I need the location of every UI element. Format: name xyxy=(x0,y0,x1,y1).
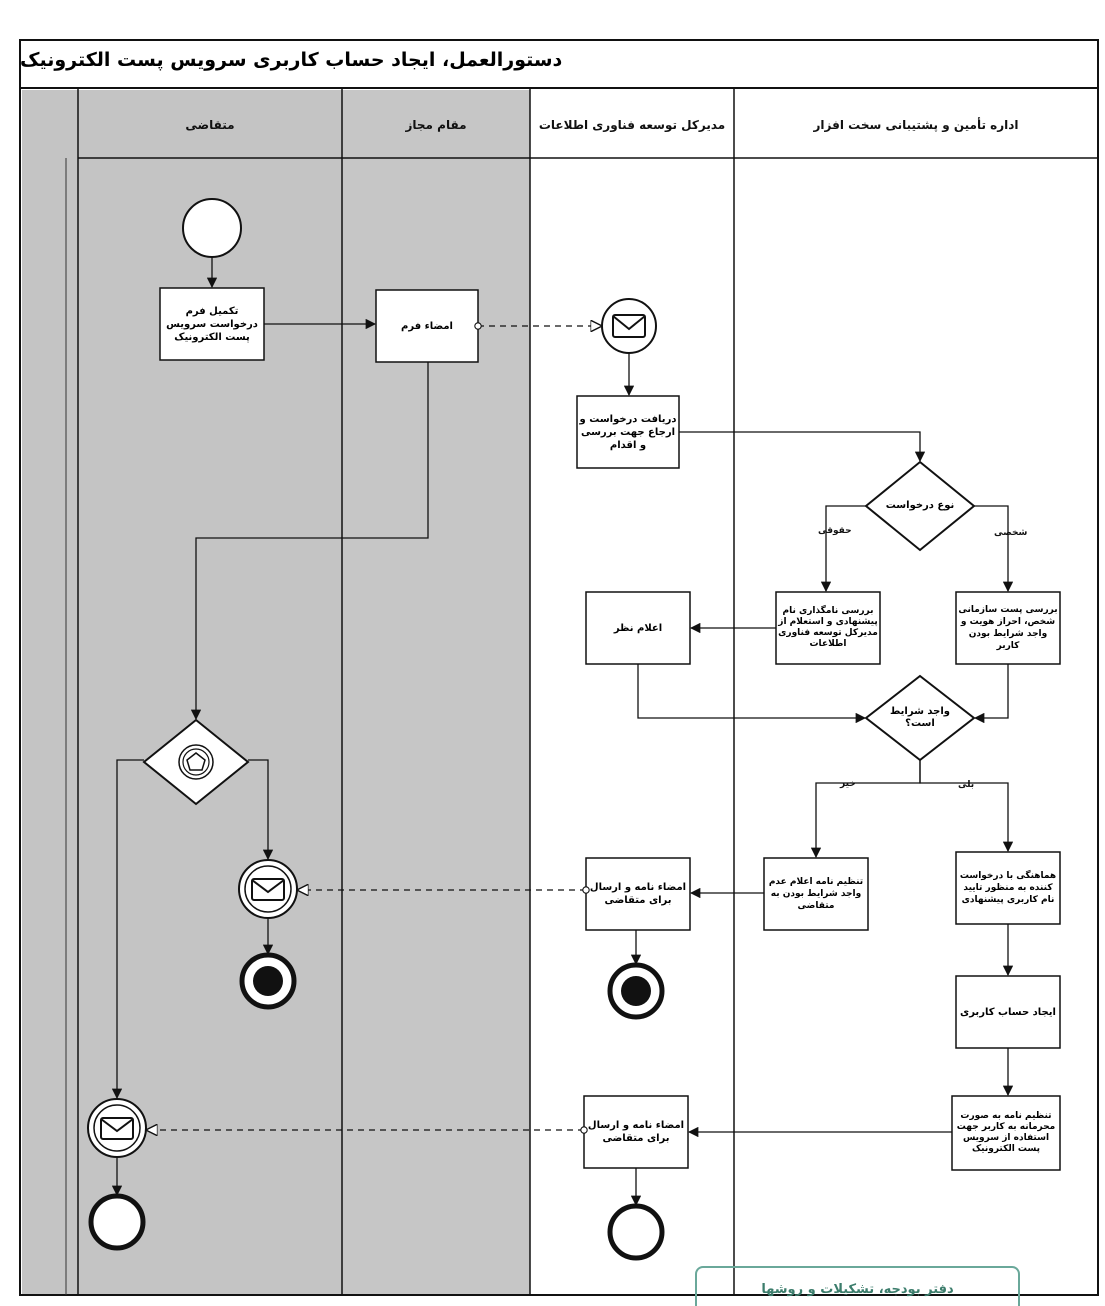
flow-label-personal: شخصی xyxy=(994,528,1028,538)
task-box-fill-form xyxy=(159,287,265,361)
message-flows xyxy=(147,326,601,1130)
task-sign-send-2: امضاء نامه و ارسال برای متقاضی xyxy=(587,1120,685,1144)
envelope-icon xyxy=(251,878,285,901)
task-create-account: ایجاد حساب کاربری xyxy=(960,1006,1056,1018)
task-sign-send-1: امضاء نامه و ارسال برای متقاضی xyxy=(589,882,687,906)
message-catch-event-2 xyxy=(87,1098,147,1158)
pentagon-icon xyxy=(186,752,206,771)
event-gateway-ring-outer xyxy=(178,744,214,780)
end-event-applicant xyxy=(88,1193,146,1251)
start-event xyxy=(182,198,242,258)
shaded-lane-applicant xyxy=(22,90,342,1295)
task-confidential-letter: تنظیم نامه به صورت محرمانه به کاربر جهت … xyxy=(956,1111,1056,1154)
office-stamp: دفتر بودجه، تشکیلات و روشها xyxy=(695,1266,1020,1306)
message-catch-event-1 xyxy=(238,859,298,919)
task-fill-form: تکمیل فرم درخواست سرویس پست الکترونیک xyxy=(166,305,258,343)
task-box-create-account xyxy=(955,975,1061,1049)
flow-label-no: خیر xyxy=(840,779,856,789)
shaded-lane-authority xyxy=(342,90,530,1295)
task-box-confidential xyxy=(951,1095,1061,1171)
gateway-label-request-type: نوع درخواست xyxy=(885,500,955,511)
lane-header-hw-dept: اداره تأمین و پشتیبانی سخت افزار xyxy=(813,118,1019,132)
task-announce-opinion: اعلام نظر xyxy=(613,622,663,634)
end-event-it xyxy=(607,1203,665,1261)
lane-header-it-director: مدیرکل توسعه فناوری اطلاعات xyxy=(538,118,726,132)
task-review-personal: بررسی پست سازمانی شخص، احراز هویت و واجد… xyxy=(958,605,1058,651)
task-box-sign-send-1 xyxy=(585,857,691,931)
lane-header-applicant: متقاضی xyxy=(185,118,235,132)
task-box-sign-send-2 xyxy=(583,1095,689,1169)
task-sign-form: امضاء فرم xyxy=(401,320,453,332)
page-title: دستورالعمل، ایجاد حساب کاربری سرویس پست … xyxy=(20,49,563,71)
flow-label-yes: بلی xyxy=(958,780,975,790)
task-box-announce xyxy=(585,591,691,665)
flow-label-legal: حقوقی xyxy=(818,526,852,536)
white-lane-it xyxy=(530,90,734,1295)
task-review-legal: بررسی نامگذاری نام پیشنهادی و استعلام از… xyxy=(778,606,878,649)
pool-border xyxy=(19,39,1099,1296)
terminate-end-event-applicant xyxy=(239,952,297,1010)
task-coordinate: هماهنگی با درخواست کننده به منظور تایید … xyxy=(959,871,1057,905)
task-notice-ineligible: تنظیم نامه اعلام عدم واجد شرایط بودن به … xyxy=(768,877,864,911)
task-box-notice xyxy=(763,857,869,931)
task-box-receive xyxy=(576,395,680,469)
gateway-label-eligible: واجد شرایط است؟ xyxy=(889,706,951,729)
task-box-review-personal xyxy=(955,591,1061,665)
gateway-request-type xyxy=(864,460,976,552)
task-box-coordinate xyxy=(955,851,1061,925)
terminate-end-event-it xyxy=(607,962,665,1020)
event-gateway-ring-inner xyxy=(182,748,210,776)
envelope-icon xyxy=(612,314,646,338)
sequence-flows xyxy=(111,257,1014,1207)
task-receive-request: دریافت درخواست و ارجاع جهت بررسی و اقدام xyxy=(579,413,677,451)
lane-header-authority: مقام مجاز xyxy=(405,118,467,132)
envelope-icon xyxy=(100,1117,134,1140)
message-start-event xyxy=(601,298,657,354)
